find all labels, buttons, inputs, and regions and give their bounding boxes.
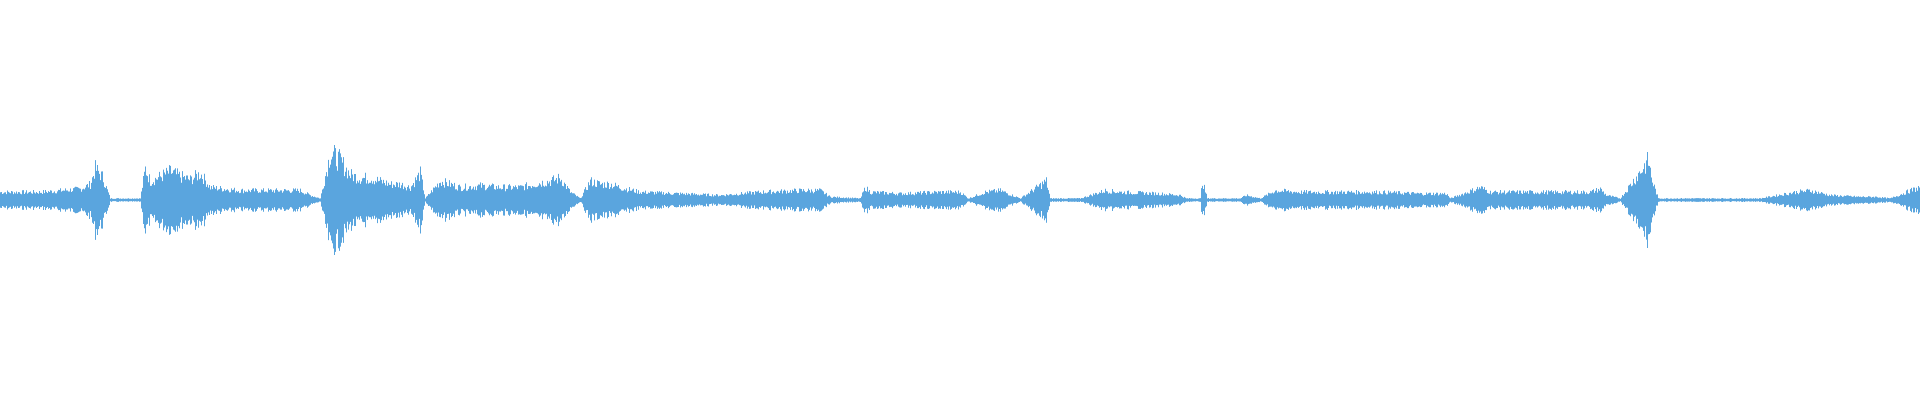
waveform-bars <box>0 144 1920 256</box>
